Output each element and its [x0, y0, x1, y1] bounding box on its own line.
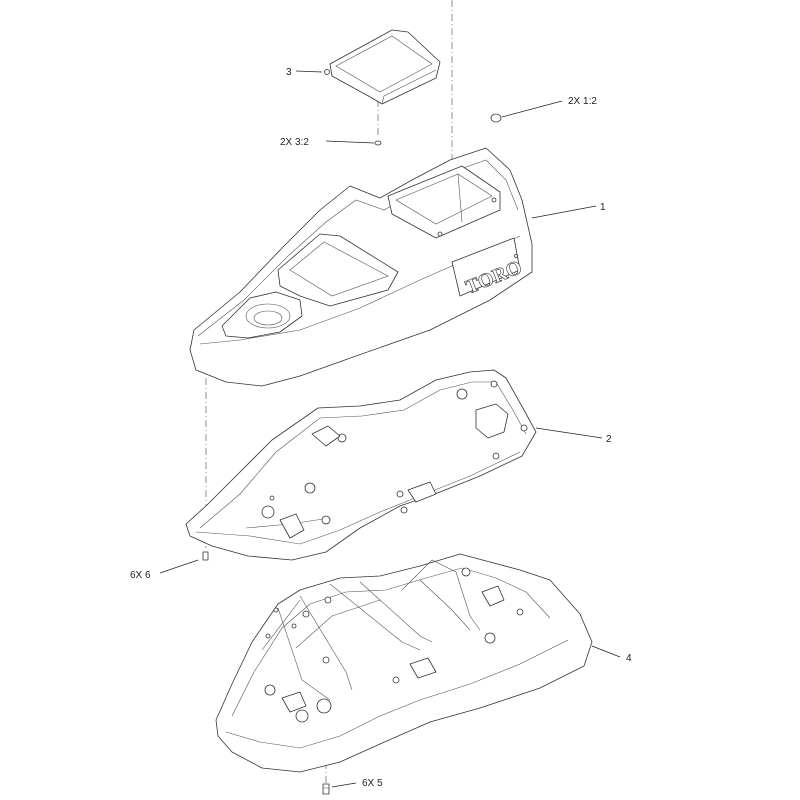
callout-2: 2	[606, 434, 612, 445]
callout-4: 4	[626, 653, 632, 664]
callout-6x-5: 6X 5	[362, 778, 383, 789]
callout-3: 3	[286, 67, 292, 78]
part-3-lid	[324, 29, 441, 105]
part-5-screw	[322, 783, 330, 795]
part-small-plug	[374, 140, 382, 146]
callout-6x-6: 6X 6	[130, 570, 151, 581]
part-1-console-cover: TORO	[189, 147, 533, 387]
callouts: 3 2X 1:2 2X 3:2 1 2 6X 6 4 6X 5	[130, 67, 632, 789]
part-button-cap	[490, 113, 502, 123]
part-4-housing	[215, 553, 593, 773]
part-2-base-tray	[185, 369, 537, 561]
callout-2x-3-2: 2X 3:2	[280, 137, 309, 148]
callout-2x-1-2: 2X 1:2	[568, 96, 597, 107]
callout-1: 1	[600, 202, 606, 213]
part-6-screw	[202, 551, 209, 561]
